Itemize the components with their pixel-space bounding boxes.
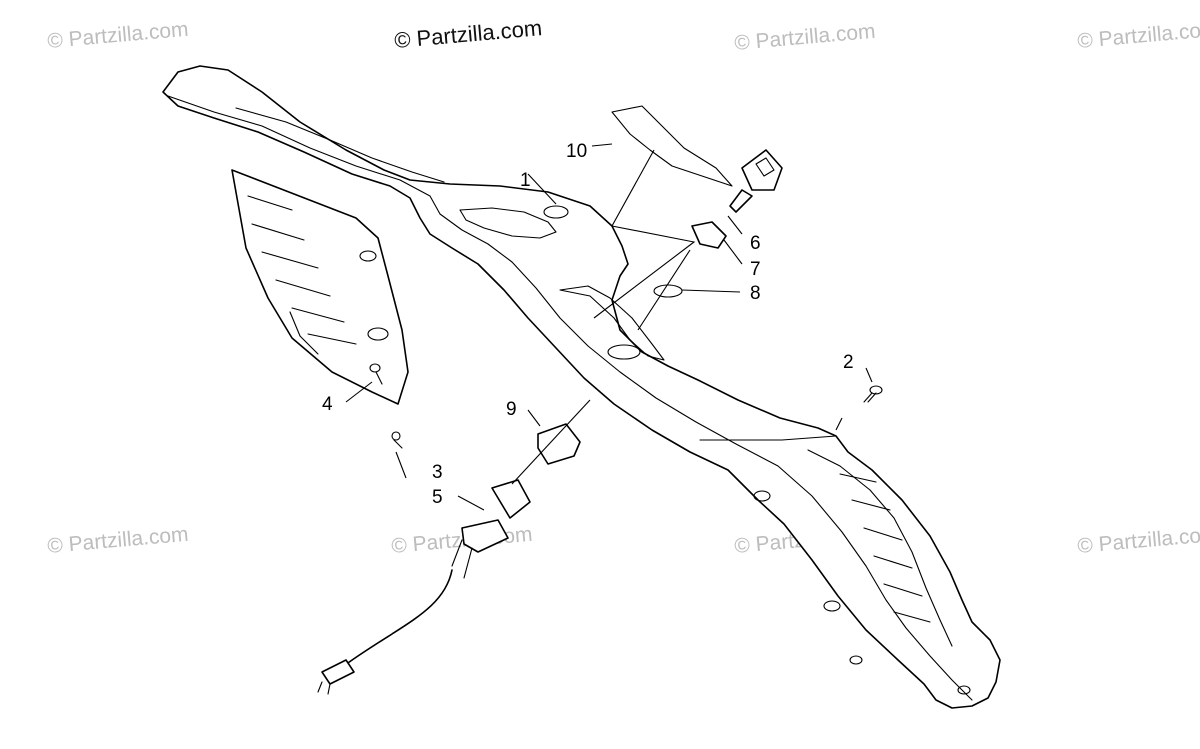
- watermark: © Partzilla.com: [46, 523, 189, 558]
- hood-bumper: [162, 65, 1001, 709]
- key: [729, 149, 783, 213]
- callout-1: 1: [520, 170, 531, 191]
- watermark: © Partzilla.com: [733, 20, 876, 55]
- callout-2: 2: [843, 352, 854, 373]
- screw: [863, 385, 883, 403]
- callout-5: 5: [432, 487, 443, 508]
- ignition-switch-body: [537, 423, 581, 465]
- callout-7: 7: [750, 259, 761, 280]
- callout-8: 8: [750, 283, 761, 304]
- watermark: © Partzilla.com: [1076, 18, 1200, 53]
- left-bracket: [231, 169, 409, 405]
- watermark: © Partzilla.com: [1076, 523, 1200, 558]
- ignition-switch: [317, 479, 531, 695]
- watermark: © Partzilla.com: [46, 18, 189, 53]
- leader-lines: [345, 143, 873, 511]
- ignition-bezel: [691, 221, 727, 249]
- decal: [611, 105, 733, 187]
- copyright-notice: © Partzilla.com: [393, 15, 543, 53]
- o-ring: [653, 284, 683, 298]
- screw: [391, 431, 403, 449]
- callout-9: 9: [506, 399, 517, 420]
- callout-6: 6: [750, 233, 761, 254]
- callout-10: 10: [566, 141, 587, 162]
- screw: [369, 363, 383, 385]
- callout-4: 4: [322, 394, 333, 415]
- callout-3: 3: [432, 462, 443, 483]
